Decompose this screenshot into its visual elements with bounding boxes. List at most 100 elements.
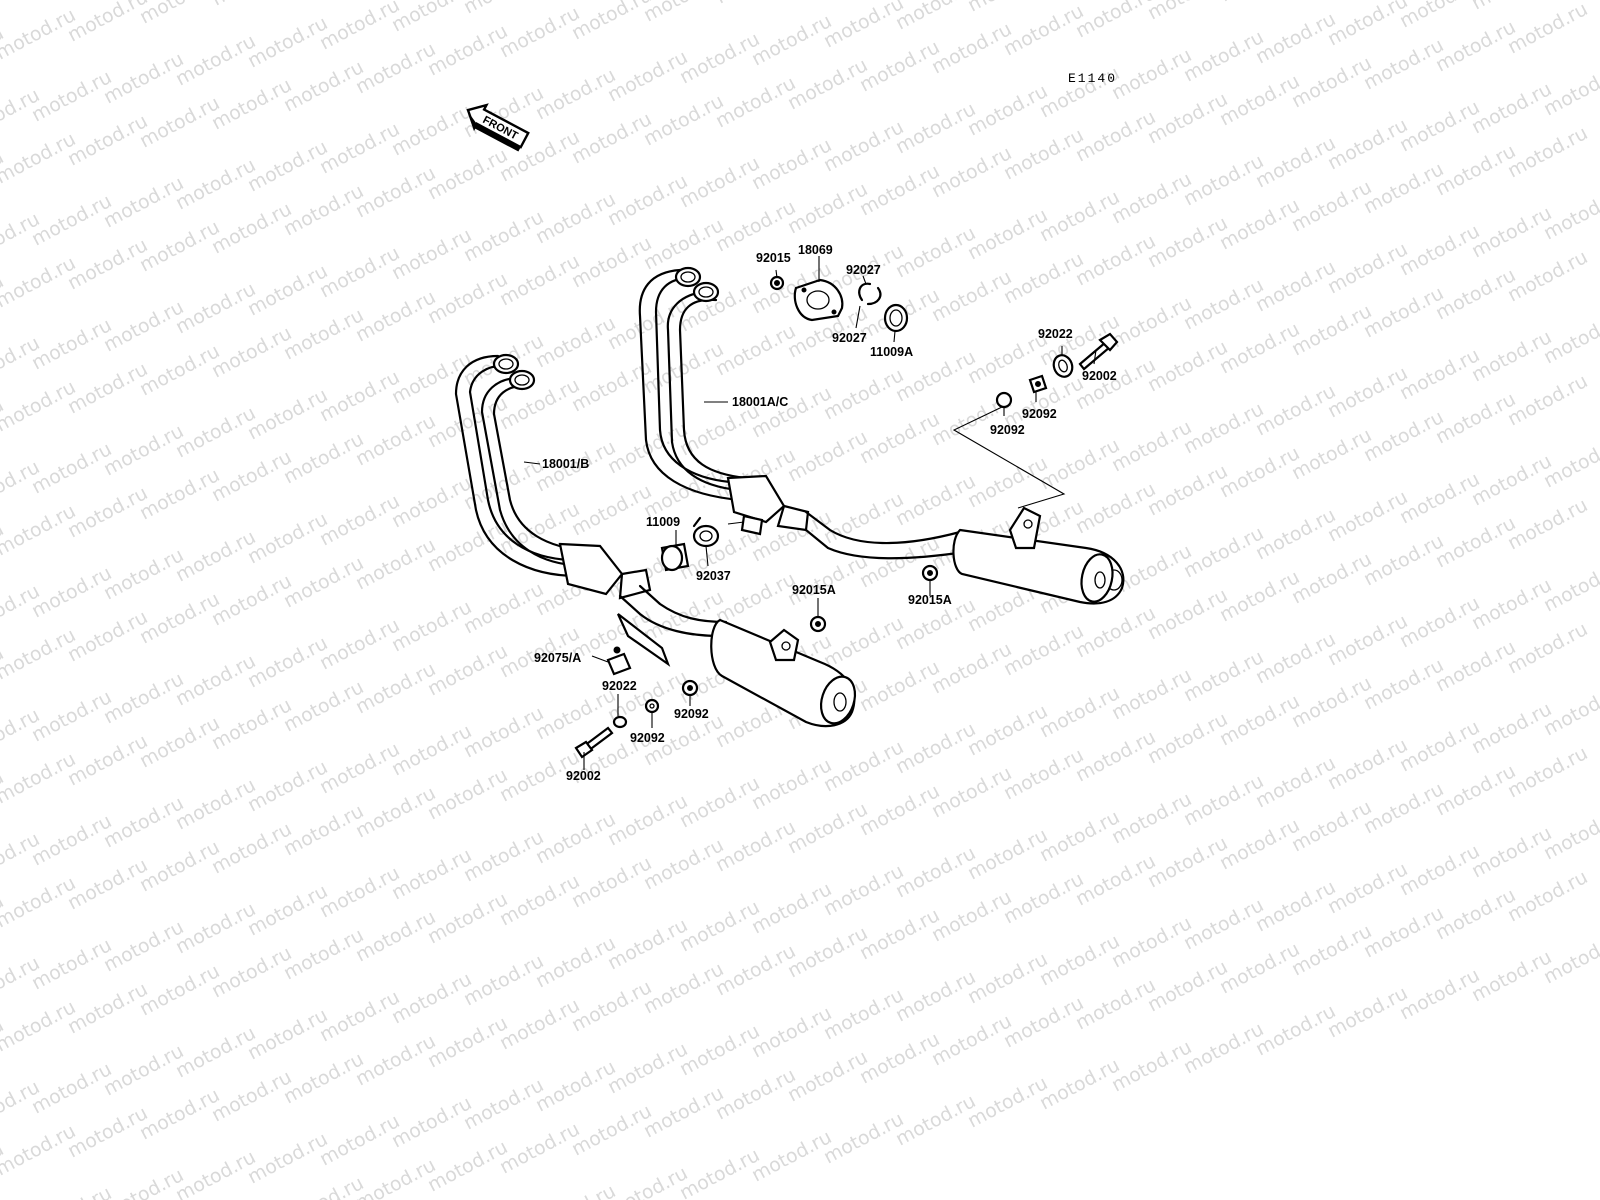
watermark-text: motod.ru — [388, 100, 475, 160]
watermark-text: motod.ru — [352, 906, 439, 966]
watermark-text: motod.ru — [496, 374, 583, 434]
nut-92015A-left — [809, 615, 827, 633]
label-92037: 92037 — [696, 569, 731, 583]
watermark-text: motod.ru — [568, 1100, 655, 1160]
watermark-text: motod.ru — [784, 550, 871, 610]
watermark-text: motod.ru — [28, 562, 115, 622]
watermark-text: motod.ru — [424, 888, 511, 948]
watermark-text: motod.ru — [1324, 858, 1411, 918]
watermark-text: motod.ru — [1108, 44, 1195, 104]
watermark-text: motod.ru — [676, 28, 763, 88]
watermark-text: motod.ru — [1180, 26, 1267, 86]
watermark-text: motod.ru — [100, 420, 187, 480]
watermark-text: motod.ru — [1396, 96, 1483, 156]
watermark-text: motod.ru — [892, 966, 979, 1026]
watermark-text: motod.ru — [28, 1058, 115, 1118]
watermark-text: motod.ru — [748, 382, 835, 442]
watermark-text: motod.ru — [64, 482, 151, 542]
watermark-text: motod.ru — [316, 614, 403, 674]
watermark-text: motod.ru — [712, 816, 799, 876]
watermark-text: motod.ru — [1396, 220, 1483, 280]
watermark-text: motod.ru — [820, 736, 907, 796]
watermark-text: motod.ru — [208, 322, 295, 382]
watermark-text: motod.ru — [856, 36, 943, 96]
watermark-text: motod.ru — [28, 686, 115, 746]
watermark-text: motod.ru — [388, 1092, 475, 1152]
watermark-text: motod.ru — [1036, 930, 1123, 990]
watermark-text: motod.ru — [892, 222, 979, 282]
watermark-text: motod.ru — [1216, 814, 1303, 874]
watermark-text: motod.ru — [1108, 416, 1195, 476]
watermark-text: motod.ru — [1324, 982, 1411, 1042]
watermark-text: motod.ru — [136, 92, 223, 152]
watermark-text: motod.ru — [964, 824, 1051, 884]
watermark-text: motod.ru — [28, 438, 115, 498]
front-arrow-icon: FRONT — [466, 103, 530, 152]
watermark-text: motod.ru — [388, 224, 475, 284]
watermark-text: motod.ru — [856, 904, 943, 964]
watermark-text: motod.ru — [172, 154, 259, 214]
pipe-connector — [740, 514, 764, 536]
watermark-text: motod.ru — [964, 1072, 1051, 1132]
watermark-text: motod.ru — [100, 1164, 187, 1200]
watermark-text: motod.ru — [1000, 992, 1087, 1052]
watermark-text: motod.ru — [604, 170, 691, 230]
label-18001AC: 18001A/C — [732, 395, 788, 409]
watermark-text: motod.ru — [1144, 584, 1231, 644]
watermark-text: motod.ru — [1504, 122, 1591, 182]
watermark-text: motod.ru — [1396, 468, 1483, 528]
watermark-text: motod.ru — [1252, 504, 1339, 564]
watermark-text: motod.ru — [784, 922, 871, 982]
watermark-text: motod.ru — [1324, 486, 1411, 546]
watermark-text: motod.ru — [1396, 0, 1483, 32]
watermark-text: motod.ru — [1360, 158, 1447, 218]
watermark-text: motod.ru — [1324, 238, 1411, 298]
watermark-text: motod.ru — [1216, 318, 1303, 378]
watermark-text: motod.ru — [280, 304, 367, 364]
watermark-text: motod.ru — [1108, 788, 1195, 848]
watermark-text: motod.ru — [1072, 726, 1159, 786]
watermark-text: motod.ru — [316, 0, 403, 54]
watermark-text: motod.ru — [1000, 744, 1087, 804]
exhaust-pipe-18001B — [454, 353, 728, 667]
label-11009: 11009 — [646, 515, 680, 529]
label-92092-left-2: 92092 — [630, 731, 665, 745]
watermark-text: motod.ru — [136, 1084, 223, 1144]
clamp-92037 — [692, 516, 720, 548]
watermark-text: motod.ru — [388, 720, 475, 780]
watermark-text: motod.ru — [280, 924, 367, 984]
watermark-text: motod.ru — [892, 842, 979, 902]
watermark-text: motod.ru — [1432, 636, 1519, 696]
watermark-text: motod.ru — [928, 762, 1015, 822]
watermark-text: motod.ru — [1468, 78, 1555, 138]
watermark-text: motod.ru — [136, 712, 223, 772]
watermark-text: motod.ru — [1360, 530, 1447, 590]
watermark-text: motod.ru — [64, 358, 151, 418]
watermark-text: motod.ru — [1288, 920, 1375, 980]
watermark-text: motod.ru — [1108, 292, 1195, 352]
watermark-text: motod.ru — [820, 0, 907, 52]
watermark-text: motod.ru — [928, 1010, 1015, 1070]
collar-92092-left-2 — [644, 698, 660, 714]
watermark-text: motod.ru — [748, 878, 835, 938]
watermark-text: motod.ru — [1468, 450, 1555, 510]
watermark-text: motod.ru — [676, 152, 763, 212]
watermark-text: motod.ru — [1504, 246, 1591, 306]
watermark-text: motod.ru — [1108, 168, 1195, 228]
watermark-text: motod.ru — [604, 790, 691, 850]
watermark-text: motod.ru — [1180, 274, 1267, 334]
label-92015: 92015 — [756, 251, 791, 265]
watermark-text: motod.ru — [280, 1048, 367, 1108]
watermark-text: motod.ru — [928, 142, 1015, 202]
watermark-text: motod.ru — [748, 10, 835, 70]
label-92015A-right: 92015A — [908, 593, 952, 607]
watermark-text: motod.ru — [1396, 716, 1483, 776]
watermark-text: motod.ru — [1360, 406, 1447, 466]
watermark-text: motod.ru — [1468, 822, 1555, 882]
gasket-ring-11009A — [883, 303, 909, 333]
watermark-text: motod.ru — [892, 470, 979, 530]
watermark-text: motod.ru — [100, 48, 187, 108]
watermark-text: motod.ru — [496, 994, 583, 1054]
watermark-text: motod.ru — [1072, 478, 1159, 538]
watermark-text: motod.ru — [1432, 388, 1519, 448]
